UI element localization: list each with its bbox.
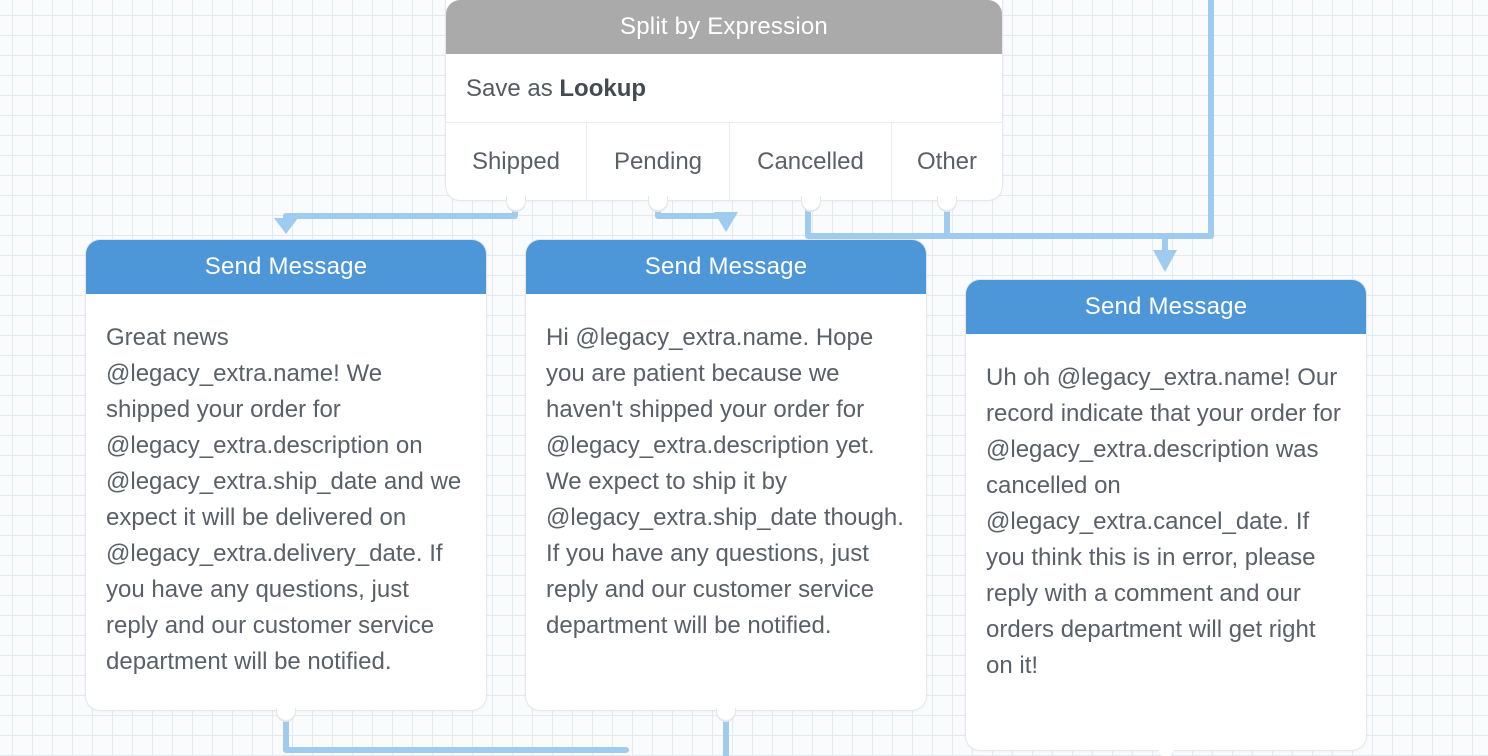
send-message-node-cancelled[interactable]: Send Message Uh oh @legacy_extra.name! O… — [966, 280, 1366, 756]
node-exit-handle[interactable] — [717, 708, 735, 720]
connector-msg1-out — [283, 711, 629, 753]
exit-cancelled-label: Cancelled — [757, 148, 864, 175]
exit-pending-label: Pending — [613, 148, 703, 175]
exit-other[interactable]: Other — [892, 123, 1002, 210]
save-as-variable: Lookup — [559, 75, 647, 102]
message-text: Uh oh @legacy_extra.name! Our record ind… — [986, 364, 1341, 679]
exit-other-label: Other — [916, 148, 978, 175]
send-message-title: Send Message — [966, 280, 1366, 334]
split-node-title: Split by Expression — [446, 0, 1002, 54]
exit-cancelled[interactable]: Cancelled — [730, 123, 892, 210]
send-message-title: Send Message — [86, 240, 486, 294]
split-by-expression-node[interactable]: Split by Expression Save as Lookup Shipp… — [446, 0, 1002, 210]
send-message-node-pending[interactable]: Send Message Hi @legacy_extra.name. Hope… — [526, 240, 926, 720]
node-exit-handle[interactable] — [277, 708, 295, 720]
split-save-as: Save as Lookup — [446, 54, 1002, 123]
exit-other-handle[interactable] — [938, 196, 956, 210]
exit-pending-handle[interactable] — [649, 196, 667, 210]
arrow-cancelled — [1153, 250, 1177, 272]
exit-shipped-label: Shipped — [471, 148, 561, 175]
send-message-node-shipped[interactable]: Send Message Great news @legacy_extra.na… — [86, 240, 486, 720]
connector-shipped — [283, 201, 518, 227]
exit-cancelled-handle[interactable] — [801, 196, 820, 210]
split-exits: Shipped Pending Cancelled Other — [446, 123, 1002, 210]
connector-incoming — [1162, 0, 1214, 239]
save-as-label: Save as — [466, 75, 553, 102]
connector-pending — [655, 201, 729, 227]
message-text: Hi @legacy_extra.name. Hope you are pati… — [546, 324, 904, 639]
exit-pending[interactable]: Pending — [587, 123, 730, 210]
arrow-shipped — [274, 218, 298, 234]
send-message-title: Send Message — [526, 240, 926, 294]
exit-shipped-handle[interactable] — [507, 196, 525, 210]
node-exit-handle[interactable] — [1158, 750, 1174, 756]
message-text: Great news @legacy_extra.name! We shippe… — [106, 324, 462, 675]
arrow-pending — [714, 212, 738, 232]
exit-shipped[interactable]: Shipped — [446, 123, 587, 210]
